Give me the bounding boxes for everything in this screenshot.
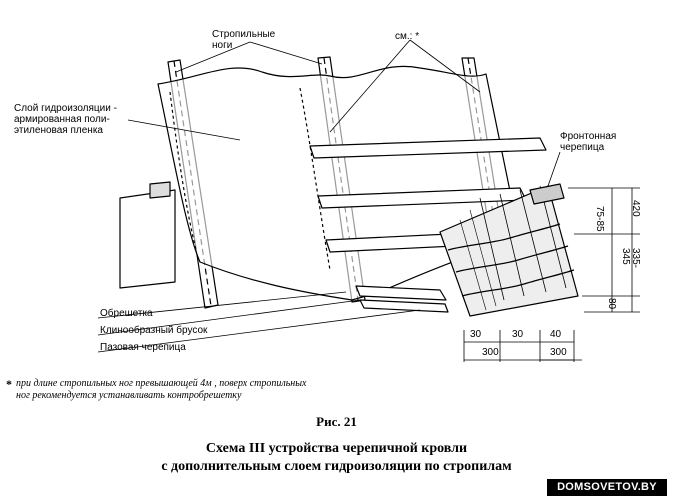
caption-line-1: Схема III устройства черепичной кровли — [205, 441, 468, 456]
dim-300-left: 300 — [482, 347, 499, 358]
dim-30-right: 30 — [512, 329, 524, 340]
wedge-bar — [355, 285, 449, 313]
watermark-badge: DOMSOVETOV.BY — [547, 479, 667, 496]
footnote-text: при длине стропильных ног превышающей 4м… — [16, 378, 307, 401]
label-see-note: см.: * — [395, 31, 420, 42]
dimension-lines — [463, 187, 640, 362]
label-membrane: Слой гидроизоляции - армированная поли- … — [14, 103, 117, 136]
dim-80: 80 — [606, 298, 617, 310]
label-batten: Обрешетка — [100, 308, 153, 319]
dim-335-345: 335-345 — [620, 248, 641, 269]
dim-30-left: 30 — [470, 329, 482, 340]
dim-300-right: 300 — [550, 347, 567, 358]
batten-1 — [309, 137, 547, 159]
label-grooved-tile: Пазовая черепица — [100, 342, 186, 353]
footnote-star: * — [6, 377, 12, 391]
label-rafters: Стропильные ноги — [212, 29, 276, 51]
wall-block — [119, 181, 176, 289]
dim-420: 420 — [630, 200, 641, 217]
caption-line-2: с дополнительным слоем гидроизоляции по … — [161, 459, 512, 474]
figure-label: Рис. 21 — [316, 414, 357, 429]
tile-stack — [439, 183, 579, 317]
dim-75-85: 75-85 — [594, 206, 605, 232]
label-gable-tile: Фронтонная черепица — [560, 131, 617, 153]
leader-lines — [97, 39, 561, 353]
dim-40: 40 — [550, 329, 562, 340]
label-wedge: Клинообразный брусок — [100, 325, 208, 336]
